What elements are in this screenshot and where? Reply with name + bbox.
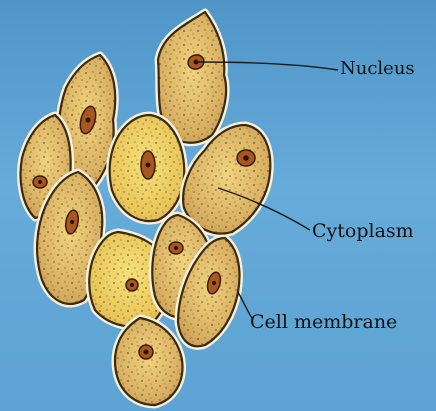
cytoplasm-label: Cytoplasm xyxy=(312,222,414,241)
nucleolus xyxy=(194,60,199,65)
cell-membrane-label: Cell membrane xyxy=(250,313,397,332)
nucleolus xyxy=(174,246,178,250)
nucleolus xyxy=(146,163,151,168)
nucleolus xyxy=(38,180,42,184)
nucleolus xyxy=(86,118,91,123)
nucleolus xyxy=(243,155,249,161)
nucleolus xyxy=(144,350,149,355)
nucleolus xyxy=(130,283,134,287)
nucleus-label: Nucleus xyxy=(340,60,415,78)
cell-bottom xyxy=(115,318,182,405)
nucleolus xyxy=(70,220,74,224)
cell-center xyxy=(110,115,185,221)
nucleolus xyxy=(212,281,216,285)
